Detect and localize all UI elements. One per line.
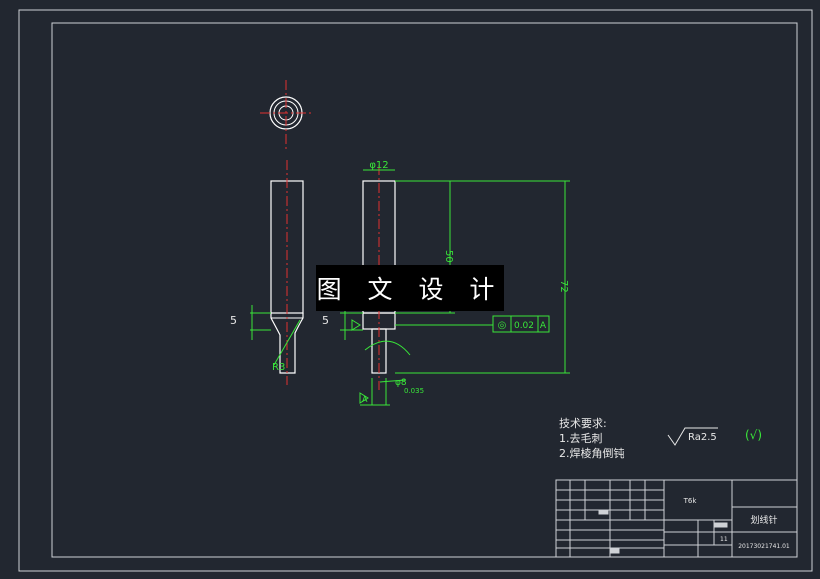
tech-requirements: 技术要求: 1.去毛刺 2.焊棱角倒钝 <box>559 416 625 461</box>
title-block-count: 11 <box>720 536 728 543</box>
dim-five-left: 5 <box>230 314 237 327</box>
gdt-symbol: ◎ <box>498 320 507 331</box>
title-block-label: T6k <box>683 497 698 505</box>
dim-diameter-12: φ12 <box>369 160 388 171</box>
watermark: 图 文 设 计 <box>316 265 504 311</box>
top-view <box>260 80 312 150</box>
dim-radius-r3: R3 <box>272 362 285 373</box>
dim-fit: φ8 <box>395 378 407 388</box>
gdt-value: 0.02 <box>514 321 534 331</box>
part-name: 划线针 <box>750 514 777 526</box>
roughness-value: Ra2.5 <box>688 432 717 443</box>
roughness-other-symbol: (√) <box>745 428 763 442</box>
roughness-symbol-icon <box>667 427 718 446</box>
inner-frame <box>51 22 798 558</box>
dim-five-right: 5 <box>322 314 329 327</box>
dim-fit-tolerance: 0.035 <box>404 387 424 395</box>
tech-item-1: 1.去毛刺 <box>559 432 603 445</box>
tech-item-2: 2.焊棱角倒钝 <box>559 447 625 460</box>
outer-frame <box>18 9 813 572</box>
left-view <box>270 160 304 385</box>
gdt-datum: A <box>540 321 547 331</box>
title-block <box>555 479 798 558</box>
tech-title: 技术要求: <box>559 417 607 430</box>
datum-triangle <box>351 319 361 331</box>
datum-triangle-2 <box>359 392 369 404</box>
gdt-frame: ◎ 0.02 A <box>492 315 550 333</box>
dim-length-50: 50 <box>443 250 454 263</box>
drawing-number: 20173021741.01 <box>738 543 790 550</box>
datum-label: A <box>362 395 368 404</box>
dim-length-72: 72 <box>558 280 569 293</box>
dimension-lines <box>250 169 570 406</box>
